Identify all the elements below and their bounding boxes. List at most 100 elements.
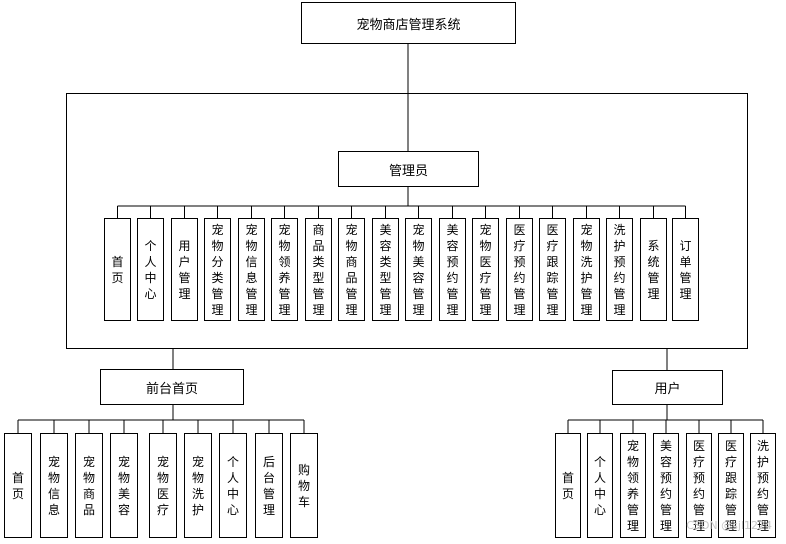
module-char: 宠 [245, 222, 258, 237]
module-char: 美 [412, 254, 425, 269]
module-char: 系 [647, 238, 660, 253]
module-char: 容 [379, 238, 392, 253]
root-label: 宠物商店管理系统 [356, 17, 461, 33]
user-module-4: 美容预约管理 [653, 433, 679, 538]
module-char: 理 [479, 302, 492, 317]
module-char: 疗 [156, 502, 169, 517]
front-module-1: 首页 [4, 433, 32, 538]
module-char: 物 [211, 238, 224, 253]
module-char: 管 [446, 286, 459, 301]
module-char: 首 [561, 470, 574, 485]
module-char: 中 [593, 486, 606, 501]
module-char: 养 [626, 486, 639, 501]
module-char: 理 [513, 302, 526, 317]
module-char: 疗 [692, 454, 705, 469]
module-char: 理 [626, 518, 639, 533]
user-module-6: 医疗跟踪管理 [718, 433, 744, 538]
front-module-4: 宠物美容 [110, 433, 138, 538]
module-char: 管 [245, 286, 258, 301]
module-char: 预 [756, 470, 769, 485]
module-char: 中 [226, 486, 239, 501]
module-char: 商 [82, 486, 95, 501]
user-module-5: 医疗预约管理 [686, 433, 712, 538]
module-char: 理 [580, 302, 593, 317]
module-char: 中 [144, 270, 157, 285]
user-label: 用户 [654, 382, 681, 397]
module-char: 物 [626, 454, 639, 469]
module-char: 洗 [191, 486, 204, 501]
watermark: CSDN @sjl1224 [686, 519, 772, 532]
module-char: 宠 [278, 222, 291, 237]
module-char: 预 [659, 470, 672, 485]
admin-module-11: 美容预约管理 [439, 218, 466, 321]
admin-module-7: 商品类型管理 [305, 218, 332, 321]
admin-module-1: 首页 [104, 218, 131, 321]
admin-module-17: 系统管理 [640, 218, 667, 321]
module-char: 理 [546, 302, 559, 317]
admin-module-5: 宠物信息管理 [238, 218, 265, 321]
module-char: 型 [379, 270, 392, 285]
module-char: 管 [626, 502, 639, 517]
front-module-3: 宠物商品 [75, 433, 103, 538]
module-char: 物 [278, 238, 291, 253]
module-char: 护 [191, 502, 204, 517]
module-char: 物 [47, 470, 60, 485]
module-char: 宠 [82, 454, 95, 469]
module-char: 约 [446, 270, 459, 285]
module-char: 户 [178, 254, 191, 269]
module-char: 息 [47, 502, 60, 517]
module-char: 管 [546, 286, 559, 301]
module-char: 管 [278, 286, 291, 301]
module-char: 跟 [724, 470, 737, 485]
module-char: 后 [262, 454, 275, 469]
module-char: 预 [446, 254, 459, 269]
admin-node: 管理员 [338, 151, 479, 187]
module-char: 管 [345, 286, 358, 301]
module-char: 约 [659, 486, 672, 501]
module-char: 宠 [156, 454, 169, 469]
module-char: 医 [546, 222, 559, 237]
user-module-3: 宠物领养管理 [620, 433, 646, 538]
module-char: 心 [226, 502, 239, 517]
module-char: 车 [297, 494, 310, 509]
module-char: 理 [647, 286, 660, 301]
module-char: 类 [379, 254, 392, 269]
module-char: 理 [211, 302, 224, 317]
module-char: 物 [297, 478, 310, 493]
module-char: 洗 [756, 438, 769, 453]
module-char: 管 [679, 270, 692, 285]
module-char: 理 [724, 518, 737, 533]
module-char: 型 [312, 270, 325, 285]
module-char: 预 [692, 470, 705, 485]
module-char: 物 [580, 238, 593, 253]
module-char: 预 [513, 254, 526, 269]
admin-module-13: 医疗预约管理 [506, 218, 533, 321]
front-label: 前台首页 [145, 381, 198, 397]
module-char: 护 [580, 270, 593, 285]
module-char: 信 [47, 486, 60, 501]
module-char: 人 [144, 254, 157, 269]
admin-module-8: 宠物商品管理 [338, 218, 365, 321]
front-module-8: 后台管理 [255, 433, 283, 538]
module-char: 领 [278, 254, 291, 269]
module-char: 统 [647, 254, 660, 269]
module-char: 管 [613, 286, 626, 301]
module-char: 理 [679, 286, 692, 301]
front-module-9: 购物车 [290, 433, 318, 538]
module-char: 美 [446, 222, 459, 237]
module-char: 物 [117, 470, 130, 485]
admin-label: 管理员 [388, 163, 428, 179]
module-char: 宠 [626, 438, 639, 453]
admin-module-6: 宠物领养管理 [271, 218, 298, 321]
module-char: 理 [379, 302, 392, 317]
module-char: 类 [211, 270, 224, 285]
module-char: 管 [647, 270, 660, 285]
module-char: 息 [245, 270, 258, 285]
module-char: 宠 [191, 454, 204, 469]
module-char: 管 [692, 502, 705, 517]
module-char: 疗 [513, 238, 526, 253]
module-char: 品 [82, 502, 95, 517]
module-char: 容 [446, 238, 459, 253]
module-char: 理 [262, 502, 275, 517]
module-char: 宠 [117, 454, 130, 469]
